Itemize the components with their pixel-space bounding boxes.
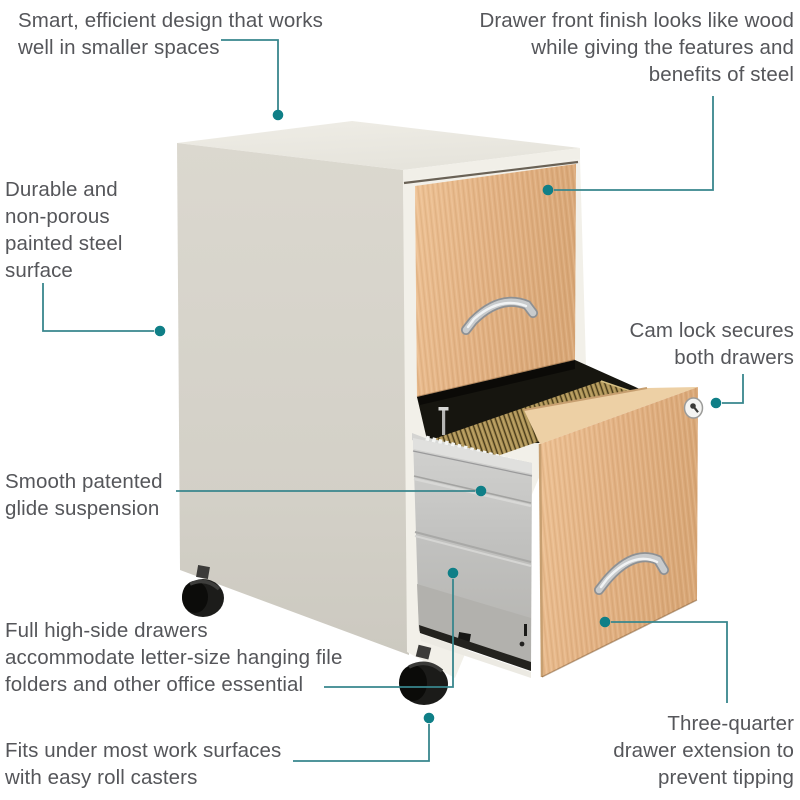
lower-drawer-front: [523, 387, 704, 678]
callout-drawer-front-finish: Drawer front finish looks like wood whil…: [479, 7, 794, 88]
drawer-box-bottom-edge: [419, 625, 531, 671]
leader-line-drawer-front-finish: [554, 96, 714, 191]
callout-text-line: folders and other office essential: [5, 673, 304, 696]
leader-dot-steel-surface: [154, 325, 166, 337]
callout-text-line: Three-quarter: [667, 712, 794, 735]
leader-dot-smart-design: [272, 109, 284, 121]
drawer-box-rim: [413, 438, 532, 474]
callout-text-line: glide suspension: [5, 497, 160, 520]
drawer-box-bottom-sliver: [420, 634, 531, 678]
leader-line-drawer-extension: [611, 621, 728, 703]
caster-left: [182, 565, 224, 617]
callout-text-line: Fits under most work surfaces: [5, 739, 282, 762]
cabinet-top-face: [177, 121, 580, 170]
leader-dot-cam-lock: [710, 397, 722, 409]
drawer-box-groove-2-highlight: [414, 535, 532, 567]
lower-drawer-handle: [594, 552, 669, 595]
callout-smart-design: Smart, efficient design that works well …: [18, 7, 323, 61]
lower-drawer-front-inner-face: [524, 387, 698, 444]
callout-text-line: while giving the features and: [531, 36, 794, 59]
callout-text-line: painted steel: [5, 232, 123, 255]
drawer-box-groove-1-highlight: [413, 477, 532, 508]
callout-text-line: Cam lock secures: [629, 319, 794, 342]
lower-drawer-front-bottom-edge: [541, 599, 698, 678]
leader-dot-high-side-drawers: [447, 567, 459, 579]
leader-line-cam-lock: [722, 374, 744, 404]
drawer-box-groove-1: [413, 475, 532, 504]
drawer-box: [412, 438, 533, 678]
callout-text-line: Drawer front finish looks like wood: [479, 9, 794, 32]
cam-lock: [683, 397, 704, 419]
cabinet-top-gap-line: [403, 160, 579, 185]
leader-line-roll-casters: [293, 724, 430, 762]
callout-text-line: Full high-side drawers: [5, 619, 208, 642]
lower-drawer-front-top-edge: [523, 387, 648, 411]
hanging-rail-post: [438, 407, 449, 435]
lower-drawer-front-grain: [540, 387, 698, 677]
callout-text-line: with easy roll casters: [5, 766, 198, 789]
callout-text-line: accommodate letter-size hanging file: [5, 646, 343, 669]
drawer-box-groove-2: [414, 531, 532, 563]
callout-text-line: drawer extension to: [613, 739, 794, 762]
callout-text-line: Smooth patented: [5, 470, 163, 493]
upper-drawer-handle: [461, 296, 538, 335]
drawer-box-dot: [519, 641, 525, 647]
callout-text-line: non-porous: [5, 205, 110, 228]
cavity-shadow: [417, 360, 575, 405]
leader-dots: [154, 109, 722, 724]
callout-cam-lock: Cam lock secures both drawers: [629, 317, 794, 371]
drawer-cavity: [417, 360, 660, 444]
callout-text-line: both drawers: [674, 346, 794, 369]
leader-line-smart-design: [221, 39, 279, 112]
callout-text-line: prevent tipping: [658, 766, 794, 789]
callout-roll-casters: Fits under most work surfaces with easy …: [5, 737, 281, 791]
callout-high-side-drawers: Full high-side drawers accommodate lette…: [5, 617, 342, 698]
drawer-box-rim-line: [412, 450, 533, 477]
callout-glide-suspension: Smooth patented glide suspension: [5, 468, 163, 522]
lower-drawer-open: [412, 360, 704, 678]
callout-text-line: Durable and: [5, 178, 118, 201]
callout-steel-surface: Durable and non-porous painted steel sur…: [5, 176, 123, 284]
leader-line-steel-surface: [42, 283, 154, 332]
drawer-box-lower-band: [417, 584, 531, 669]
drawer-box-tick: [524, 624, 527, 636]
leader-lines: [42, 39, 744, 762]
cabinet-top-lip-right: [403, 148, 580, 181]
upper-drawer-grain: [415, 164, 576, 397]
callout-text-line: well in smaller spaces: [18, 36, 220, 59]
leader-dot-drawer-front-finish: [542, 184, 554, 196]
callout-text-line: Smart, efficient design that works: [18, 9, 323, 32]
leader-dot-roll-casters: [423, 712, 435, 724]
leader-line-high-side-drawers: [324, 579, 454, 688]
lower-drawer-front-left-edge: [538, 443, 544, 678]
leader-dot-drawer-extension: [599, 616, 611, 628]
callout-drawer-extension: Three-quarter drawer extension to preven…: [613, 710, 794, 791]
callout-text-line: surface: [5, 259, 73, 282]
caster-front: [399, 644, 448, 705]
upper-drawer: [415, 164, 576, 398]
cabinet-side-face: [177, 143, 409, 655]
leader-dot-glide-suspension: [475, 485, 487, 497]
callout-text-line: benefits of steel: [648, 63, 794, 86]
